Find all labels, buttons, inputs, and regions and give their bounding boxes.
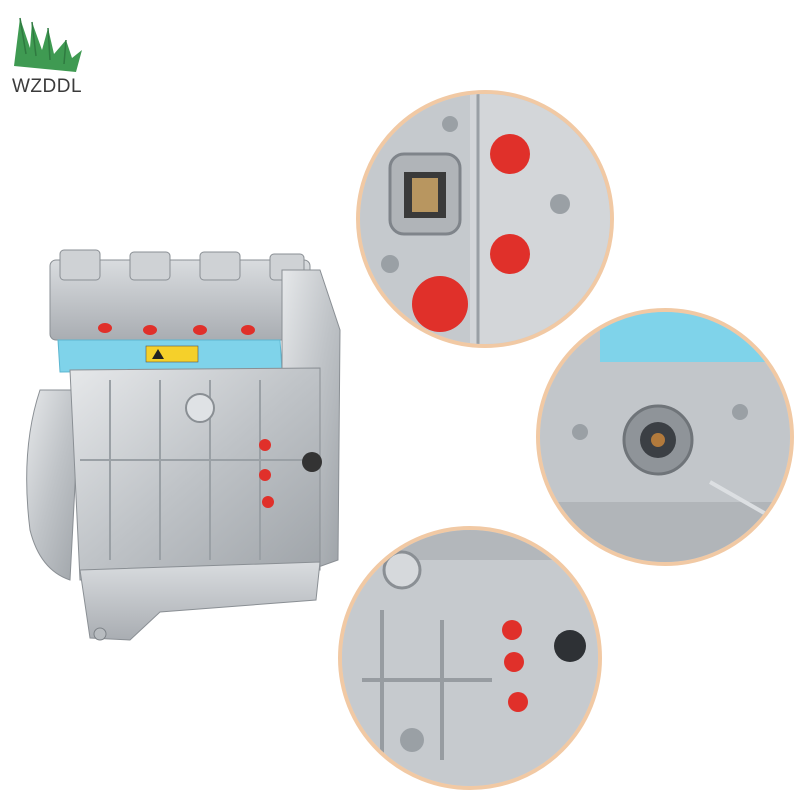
- green-leaf-icon: [14, 17, 82, 72]
- brand-logo: WZDDL: [10, 14, 100, 97]
- detail-cylinder-head-photo: [356, 90, 614, 348]
- brand-name: WZDDL: [12, 76, 83, 97]
- detail-block-side-photo: [338, 526, 602, 790]
- detail-timing-cover-photo: [536, 308, 794, 566]
- engine-long-block-photo: [20, 240, 360, 660]
